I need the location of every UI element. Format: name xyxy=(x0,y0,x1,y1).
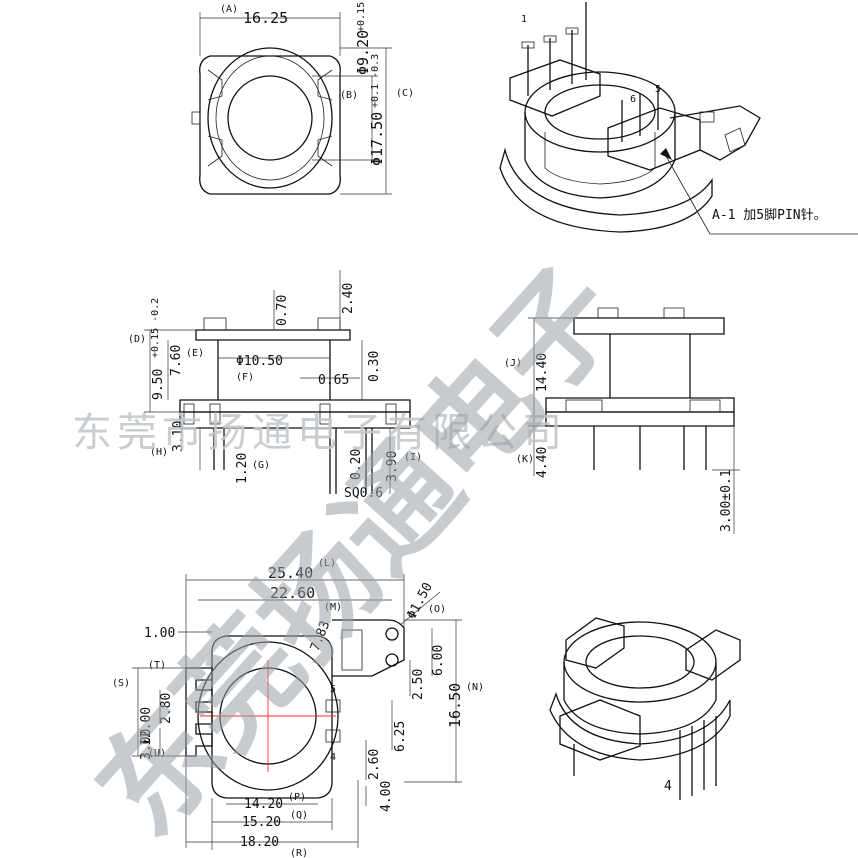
dim-g-label: (G) xyxy=(252,460,270,471)
dim-j-label: (J) xyxy=(504,358,522,369)
dim-f-value: Φ10.50 xyxy=(236,354,283,369)
dim-c-label: (C) xyxy=(396,88,414,99)
dim-g-value: 1.20 xyxy=(235,453,250,484)
iso-pin-5-label: 5 xyxy=(655,84,661,95)
iso-view: 1 6 5 A-1 加5脚PIN针。 xyxy=(499,2,858,235)
dim-b-tol: +0.15 0 xyxy=(356,0,367,32)
dim-020: 0.20 xyxy=(349,449,364,480)
dim-u-label: (U) xyxy=(148,748,166,759)
dim-t-label: (T) xyxy=(148,660,166,671)
dim-q-value: 15.20 xyxy=(242,815,281,830)
dim-600: 6.00 xyxy=(431,645,446,676)
dim-030: 0.30 xyxy=(367,351,382,382)
iso-pin-6-label: 6 xyxy=(630,94,636,105)
dim-r-value: 18.20 xyxy=(240,835,279,850)
iso-pin-1-label: 1 xyxy=(521,14,527,25)
dim-300: 3.00±0.1 xyxy=(719,469,734,532)
iso-note: A-1 加5脚PIN针。 xyxy=(712,207,827,223)
dim-c-tol: +0.1 -0.3 xyxy=(370,54,381,108)
dim-u-value: 3.00 xyxy=(139,729,154,760)
dim-h-value: 3.10 xyxy=(171,421,186,452)
dim-k-label: (K) xyxy=(516,454,534,465)
front-view: 14.40 (J) 4.40 (K) 3.00±0.1 xyxy=(504,307,740,534)
dim-100: 1.00 xyxy=(144,626,175,641)
iso-view-bottom: 4 xyxy=(549,617,741,800)
dim-h-label: (H) xyxy=(150,447,168,458)
dim-e-label: (E) xyxy=(186,348,204,359)
top-view: (A) 16.25 Φ9.20 +0.15 0 (B) Φ17.50 +0.1 … xyxy=(191,0,414,195)
dim-a-label: (A) xyxy=(220,4,238,15)
dim-s-value: 12.00 xyxy=(139,707,154,746)
dim-p-label: (P) xyxy=(288,792,306,803)
dim-070: 0.70 xyxy=(275,295,290,326)
dim-065: 0.65 xyxy=(318,373,349,388)
dim-260: 2.60 xyxy=(367,749,382,780)
dim-i-value: 3.90 xyxy=(385,451,400,482)
dim-c-value: Φ17.50 xyxy=(368,112,386,166)
dim-k-value: 4.40 xyxy=(535,447,550,478)
dim-p-value: 14.20 xyxy=(244,797,283,812)
dim-d-tol: +0.15 -0.2 xyxy=(150,298,161,358)
iso-bottom-pin-4: 4 xyxy=(664,779,672,794)
dim-t-value: 2.80 xyxy=(159,693,174,724)
dim-n-value: 16.50 xyxy=(446,683,464,728)
dim-f-label: (F) xyxy=(236,372,254,383)
bottom-pin-4: 4 xyxy=(330,752,336,763)
dim-s-label: (S) xyxy=(112,678,130,689)
dim-l-label: (L) xyxy=(318,558,336,569)
dim-b-value: Φ9.20 xyxy=(354,30,372,75)
dim-250: 2.50 xyxy=(411,669,426,700)
dim-l-value: 25.40 xyxy=(268,564,313,582)
dim-b-label: (B) xyxy=(340,90,358,101)
side-view: 9.50 +0.15 -0.2 (D) 7.60 (E) Φ10.50 (F) … xyxy=(128,270,422,501)
dim-400: 4.00 xyxy=(379,781,394,812)
bottom-pin-5: 5 xyxy=(330,684,336,695)
watermark-company: 东莞市扬通电子有限公司 xyxy=(72,410,567,456)
dim-o-label: (O) xyxy=(428,604,446,615)
dim-r-label: (R) xyxy=(290,848,308,858)
dim-i-label: (I) xyxy=(404,452,422,463)
pin-sq: SQ0.6 xyxy=(344,486,383,501)
dim-m-label: (M) xyxy=(324,602,342,613)
dim-625: 6.25 xyxy=(393,721,408,752)
dim-d-value: 9.50 xyxy=(151,369,166,400)
dim-a-value: 16.25 xyxy=(243,9,288,27)
dim-d-label: (D) xyxy=(128,334,146,345)
dim-q-label: (Q) xyxy=(290,810,308,821)
dim-j-value: 14.40 xyxy=(535,353,550,392)
dim-m-value: 22.60 xyxy=(270,584,315,602)
dim-e-value: 7.60 xyxy=(169,345,184,376)
dim-n-label: (N) xyxy=(466,682,484,693)
dim-240: 2.40 xyxy=(341,283,356,314)
